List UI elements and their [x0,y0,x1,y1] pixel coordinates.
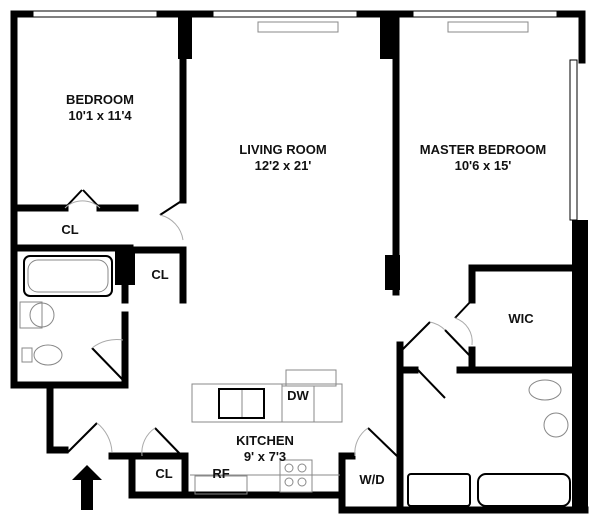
room-size: 10'1 x 11'4 [68,108,132,123]
room-size: 9' x 7'3 [243,449,287,464]
shower [407,473,471,507]
room-name: MASTER BEDROOM [419,142,547,157]
master-toilet [528,379,562,401]
living-room-label: LIVING ROOM 12'2 x 21' [239,142,326,174]
dishwasher [281,385,315,423]
closet-label: CL [151,267,169,282]
dishwasher-label: DW [287,388,309,403]
entry-arrow-icon [72,465,102,510]
room-name: KITCHEN [236,433,294,448]
interior-walls [14,10,582,514]
stove [279,459,313,493]
closet-label: CL [155,466,173,481]
toilet [33,344,63,366]
kitchen-label: KITCHEN 9' x 7'3 [236,433,294,465]
room-name: LIVING ROOM [239,142,327,157]
bedroom-label: BEDROOM 10'1 x 11'4 [66,92,134,124]
fixtures [19,255,571,507]
refrigerator-label: RF [212,466,230,481]
bathtub [23,255,113,297]
master-bathtub [477,473,571,507]
closet-label: CL [61,222,79,237]
master-bedroom-label: MASTER BEDROOM 10'6 x 15' [420,142,546,174]
room-size: 12'2 x 21' [254,158,312,173]
washer-dryer-label: W/D [359,472,385,487]
sink [19,301,43,329]
exterior-walls [10,10,589,514]
master-sink [543,412,569,438]
room-size: 10'6 x 15' [454,158,512,173]
wic-label: WIC [508,311,534,326]
room-name: BEDROOM [66,92,134,107]
kitchen-sink [218,388,265,419]
doors [64,189,473,457]
